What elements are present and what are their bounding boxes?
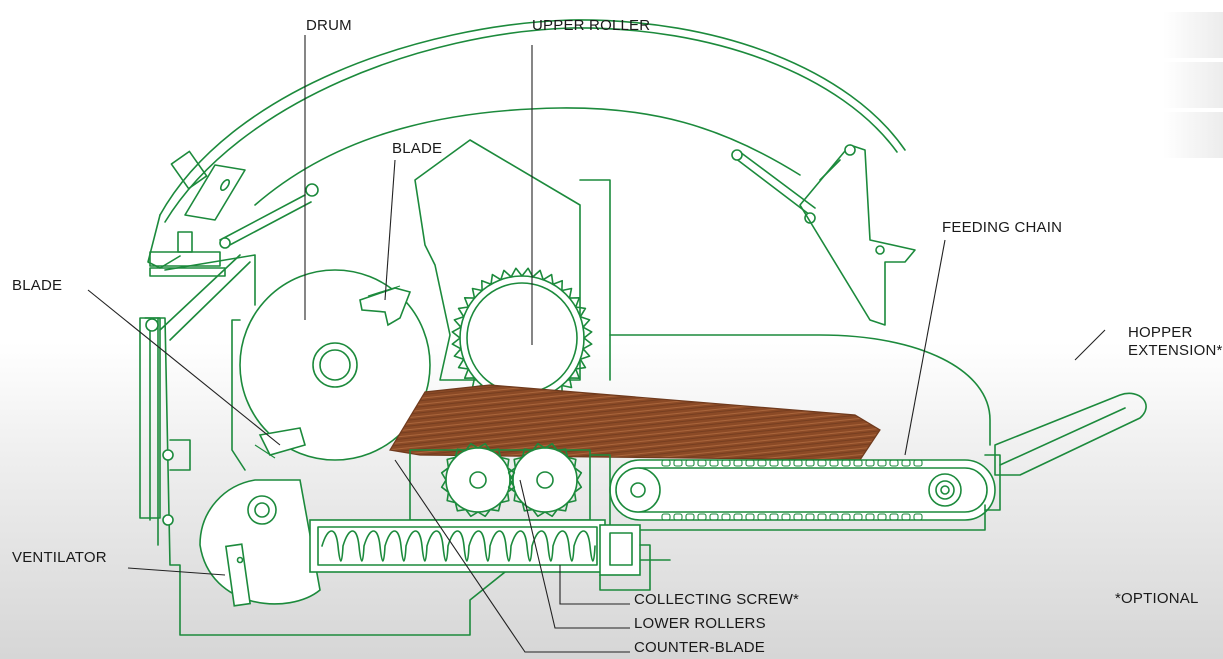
chain-link xyxy=(709,459,719,467)
chain-link xyxy=(733,513,743,521)
hopper-extension xyxy=(984,392,1147,511)
chain-link xyxy=(889,513,899,521)
chain-link xyxy=(901,513,911,521)
label-ventilator: VENTILATOR xyxy=(12,549,107,566)
chain-link xyxy=(901,459,911,467)
leader-collecting-screw xyxy=(559,565,630,605)
gear-teeth xyxy=(507,442,583,518)
leader-lower-rollers xyxy=(519,479,630,629)
lower-rollers xyxy=(409,442,591,521)
ventilator xyxy=(199,479,321,607)
leader-ventilator xyxy=(127,567,226,576)
chain-link xyxy=(817,513,827,521)
chain-link xyxy=(781,513,791,521)
leader-blade-top xyxy=(384,159,396,301)
chain-link xyxy=(745,459,755,467)
chain-link xyxy=(913,459,923,467)
collecting-screw xyxy=(309,519,651,591)
chain-link xyxy=(877,459,887,467)
gear-teeth xyxy=(440,442,516,518)
chain-link xyxy=(829,459,839,467)
drum xyxy=(231,269,431,471)
chain-link xyxy=(841,513,851,521)
chain-link xyxy=(745,513,755,521)
chain-link xyxy=(781,459,791,467)
chain-link xyxy=(805,513,815,521)
chain-link xyxy=(757,459,767,467)
chain-link xyxy=(793,459,803,467)
label-hopper-line1: HOPPER xyxy=(1128,324,1193,341)
chain-link xyxy=(709,513,719,521)
leader-counter-blade xyxy=(394,459,630,653)
chain-link xyxy=(865,513,875,521)
leader-feeding-chain xyxy=(904,239,946,456)
feeding-chain xyxy=(589,454,996,531)
chain-link xyxy=(793,513,803,521)
label-hopper-line2: EXTENSION* xyxy=(1128,342,1223,359)
chain-link xyxy=(769,459,779,467)
leader-hopper xyxy=(1074,329,1106,361)
chain-link xyxy=(817,459,827,467)
label-blade-top: BLADE xyxy=(392,140,443,157)
chain-link xyxy=(757,513,767,521)
label-blade-left: BLADE xyxy=(12,277,63,294)
label-lower-rollers: LOWER ROLLERS xyxy=(634,615,766,632)
corner-tab-2 xyxy=(1163,62,1223,108)
corner-tab-1 xyxy=(1163,12,1223,58)
chain-link xyxy=(865,459,875,467)
leader-lines xyxy=(87,35,1106,653)
chain-link xyxy=(673,459,683,467)
label-feeding-chain: FEEDING CHAIN xyxy=(942,219,1063,236)
chain-link xyxy=(829,513,839,521)
chain-link xyxy=(853,513,863,521)
label-collecting-screw: COLLECTING SCREW* xyxy=(634,591,800,608)
machine-body xyxy=(139,254,991,636)
leader-blade-left xyxy=(87,289,281,446)
upper-roller-housing xyxy=(414,139,611,381)
corner-tab-3 xyxy=(1163,112,1223,158)
chain-link xyxy=(841,459,851,467)
wood-log xyxy=(389,384,881,461)
chain-link xyxy=(697,513,707,521)
chain-link xyxy=(913,513,923,521)
chain-link xyxy=(685,513,695,521)
hood-casing xyxy=(147,19,906,269)
label-upper-roller: UPPER ROLLER xyxy=(532,17,651,34)
chain-link xyxy=(697,459,707,467)
label-optional-note: *OPTIONAL xyxy=(1115,590,1199,607)
right-hydraulic-arm xyxy=(731,144,916,326)
chain-link xyxy=(721,513,731,521)
chain-link xyxy=(805,459,815,467)
label-counter-blade: COUNTER-BLADE xyxy=(634,639,765,656)
chain-link xyxy=(733,459,743,467)
chain-link xyxy=(877,513,887,521)
chain-link xyxy=(661,513,671,521)
chain-link xyxy=(889,459,899,467)
chain-link xyxy=(853,459,863,467)
chain-link xyxy=(769,513,779,521)
chain-link xyxy=(661,459,671,467)
chain-link xyxy=(673,513,683,521)
label-drum: DRUM xyxy=(306,17,352,34)
chain-link xyxy=(685,459,695,467)
chain-link xyxy=(721,459,731,467)
